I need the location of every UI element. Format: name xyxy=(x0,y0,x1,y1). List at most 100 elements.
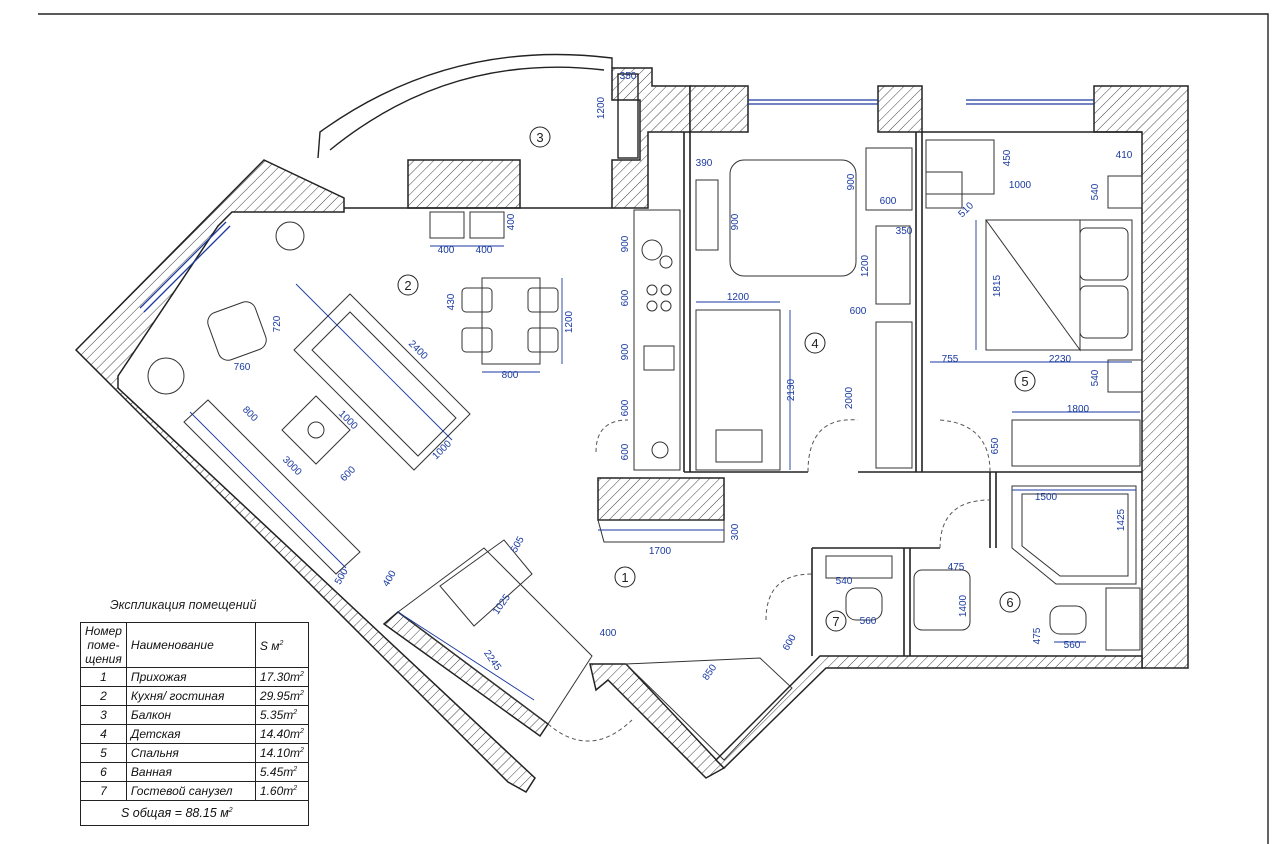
table-row: 5 Спальня 14.10m2 xyxy=(80,743,309,763)
dim-label: 350 xyxy=(620,71,637,82)
dim-label: 540 xyxy=(1090,183,1101,200)
legend-total-label: S общая = 88.15 м xyxy=(121,806,229,820)
dim-label: 755 xyxy=(942,354,959,365)
table-row: 3 Балкон 5.35m2 xyxy=(80,705,309,725)
legend-col-area: S м2 xyxy=(254,622,309,668)
dim-label: 505 xyxy=(509,534,527,554)
room-num: 1 xyxy=(80,667,127,687)
dim-label: 600 xyxy=(781,632,799,652)
table-row: 6 Ванная 5.45m2 xyxy=(80,762,309,782)
dim-label: 2400 xyxy=(406,338,430,362)
dim-label: 1400 xyxy=(958,594,969,617)
room-area-value: 29.95 xyxy=(259,689,290,703)
legend-title: Экспликация помещений xyxy=(110,598,257,612)
legend-header-row: Номер поме- щения Наименование S м2 xyxy=(80,622,309,668)
dim-label: 400 xyxy=(476,245,493,256)
table-row: 2 Кухня/ гостиная 29.95m2 xyxy=(80,686,309,706)
room-number-7: 7 xyxy=(832,614,839,629)
room-name: Кухня/ гостиная xyxy=(125,686,256,706)
dim-label: 390 xyxy=(696,158,713,169)
balcony xyxy=(317,53,639,209)
dim-label: 1000 xyxy=(1009,180,1032,191)
dim-label: 800 xyxy=(502,370,519,381)
dim-label: 3000 xyxy=(280,454,304,478)
dim-label: 300 xyxy=(730,523,741,540)
area-unit: m xyxy=(283,765,294,779)
dim-label: 600 xyxy=(620,443,631,460)
dim-label: 350 xyxy=(896,226,913,237)
dim-label: 1700 xyxy=(649,546,672,557)
room-num: 5 xyxy=(80,743,127,763)
room-area-value: 14.10 xyxy=(259,746,290,760)
dim-label: 600 xyxy=(850,306,867,317)
doors xyxy=(547,419,991,742)
room-name: Ванная xyxy=(125,762,256,782)
dim-label: 560 xyxy=(1064,640,1081,651)
room-num: 7 xyxy=(80,781,127,801)
dim-label: 510 xyxy=(956,200,976,220)
room-area: 29.95m2 xyxy=(254,686,309,706)
dim-label: 600 xyxy=(338,464,358,484)
room-area: 1.60m2 xyxy=(254,781,309,801)
dim-label: 430 xyxy=(446,293,457,310)
dim-label: 1200 xyxy=(596,96,607,119)
dim-label: 400 xyxy=(600,628,617,639)
room-area: 17.30m2 xyxy=(254,667,309,687)
dim-label: 650 xyxy=(990,437,1001,454)
room-area: 5.35m2 xyxy=(254,705,309,725)
room-area-value: 5.45 xyxy=(259,765,284,779)
room-name: Гостевой санузел xyxy=(125,781,256,801)
dim-label: 1200 xyxy=(727,292,750,303)
table-row: 7 Гостевой санузел 1.60m2 xyxy=(80,781,309,801)
area-unit: m xyxy=(283,708,294,722)
legend-col-area-label: S м xyxy=(259,639,280,653)
dim-label: 900 xyxy=(620,343,631,360)
walls xyxy=(74,67,1189,793)
dim-label: 500 xyxy=(333,566,351,586)
dim-label: 475 xyxy=(948,562,965,573)
dim-label: 2000 xyxy=(844,386,855,409)
legend-total-row: S общая = 88.15 м2 xyxy=(80,800,309,826)
dim-label: 1200 xyxy=(564,310,575,333)
room-area-value: 5.35 xyxy=(259,708,284,722)
dim-label: 900 xyxy=(620,235,631,252)
dim-label: 600 xyxy=(620,399,631,416)
dim-label: 1200 xyxy=(860,254,871,277)
legend-col-name: Наименование xyxy=(125,622,256,668)
area-unit: m xyxy=(289,689,300,703)
dim-label: 1815 xyxy=(992,274,1003,297)
room-area: 14.40m2 xyxy=(254,724,309,744)
table-row: 4 Детская 14.40m2 xyxy=(80,724,309,744)
area-unit: m xyxy=(289,746,300,760)
dim-label: 400 xyxy=(438,245,455,256)
room-num: 3 xyxy=(80,705,127,725)
legend-col-number: Номер поме- щения xyxy=(80,622,127,668)
room-area-value: 14.40 xyxy=(259,727,290,741)
area-unit: m xyxy=(289,727,300,741)
dim-label: 400 xyxy=(381,568,399,588)
partitions xyxy=(683,131,1142,656)
dim-label: 600 xyxy=(620,289,631,306)
dim-label: 2130 xyxy=(786,378,797,401)
dim-label: 1500 xyxy=(1035,492,1058,503)
room-number-6: 6 xyxy=(1006,595,1013,610)
area-unit: m xyxy=(283,784,294,798)
room-name: Балкон xyxy=(125,705,256,725)
room-area-value: 1.60 xyxy=(259,784,284,798)
room-area: 5.45m2 xyxy=(254,762,309,782)
room-number-1: 1 xyxy=(621,570,628,585)
dim-label: 900 xyxy=(730,213,741,230)
room-number-5: 5 xyxy=(1021,374,1028,389)
dim-label: 800 xyxy=(240,404,260,424)
dim-label: 2245 xyxy=(481,648,503,673)
dim-label: 1800 xyxy=(1067,404,1090,415)
dim-label: 560 xyxy=(860,616,877,627)
dim-label: 450 xyxy=(1002,149,1013,166)
table-row: 1 Прихожая 17.30m2 xyxy=(80,667,309,687)
room-area: 14.10m2 xyxy=(254,743,309,763)
room-number-3: 3 xyxy=(536,130,543,145)
sheet-frame xyxy=(38,13,1269,844)
dim-label: 600 xyxy=(880,196,897,207)
room-name: Прихожая xyxy=(125,667,256,687)
dim-label: 475 xyxy=(1032,627,1043,644)
